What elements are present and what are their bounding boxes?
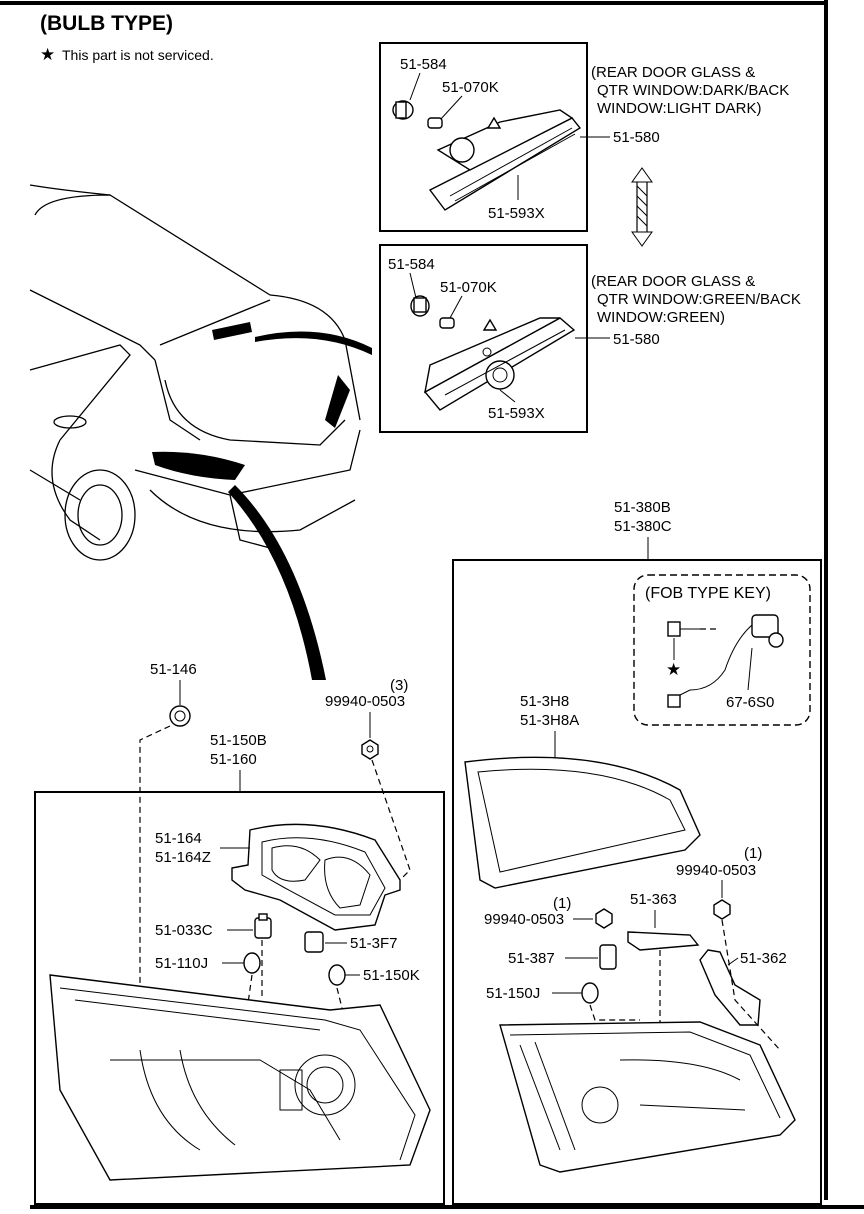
label-51-584-top: 51-584 bbox=[400, 56, 447, 73]
label-51-110j: 51-110J bbox=[155, 955, 208, 972]
socket-icon bbox=[599, 944, 617, 970]
label-51-580-top: 51-580 bbox=[613, 129, 660, 146]
label-51-160: 51-160 bbox=[210, 751, 257, 768]
gasket-inner bbox=[464, 756, 701, 889]
fob-type-key-box bbox=[633, 574, 811, 726]
nut-icon bbox=[595, 908, 613, 929]
label-67-6s0: 67-6S0 bbox=[726, 694, 774, 711]
label-51-3h8a: 51-3H8A bbox=[520, 712, 579, 729]
desc-top-line2: QTR WINDOW:DARK/BACK bbox=[597, 82, 789, 99]
gasket-outer bbox=[231, 823, 401, 931]
bulb-icon bbox=[581, 982, 599, 1004]
desc-top-line3: WINDOW:LIGHT DARK) bbox=[597, 100, 761, 117]
tail-lamp-left-silhouette bbox=[152, 451, 245, 480]
screw-icon bbox=[667, 621, 718, 637]
label-51-593x-top: 51-593X bbox=[488, 205, 545, 222]
label-qty-1-right: (1) bbox=[744, 845, 762, 862]
double-arrow-icon bbox=[631, 167, 653, 247]
label-51-3h8: 51-3H8 bbox=[520, 693, 569, 710]
lamp-assembly-green bbox=[423, 317, 576, 411]
label-qty-1-left: (1) bbox=[553, 895, 571, 912]
high-mount-lamp bbox=[212, 322, 252, 340]
bulb-icon bbox=[439, 317, 455, 329]
socket-icon bbox=[304, 931, 324, 953]
desc-mid-line2: QTR WINDOW:GREEN/BACK bbox=[597, 291, 801, 308]
desc-mid-line3: WINDOW:GREEN) bbox=[597, 309, 725, 326]
socket-icon bbox=[254, 913, 272, 939]
diagram-title: (BULB TYPE) bbox=[40, 12, 173, 35]
bracket-icon bbox=[627, 931, 700, 951]
vehicle-rear-outline bbox=[29, 184, 361, 561]
label-51-362: 51-362 bbox=[740, 950, 787, 967]
bulb-icon bbox=[427, 117, 443, 129]
leader-curve-lower bbox=[228, 485, 326, 680]
label-51-580-mid: 51-580 bbox=[613, 331, 660, 348]
leader-curve-upper bbox=[255, 331, 372, 355]
label-qty-3: (3) bbox=[390, 677, 408, 694]
label-51-387: 51-387 bbox=[508, 950, 555, 967]
not-serviced-note: This part is not serviced. bbox=[62, 47, 214, 63]
bulb-socket-icon bbox=[169, 705, 191, 727]
nut-icon bbox=[713, 899, 731, 920]
label-51-593x-mid: 51-593X bbox=[488, 405, 545, 422]
label-51-363: 51-363 bbox=[630, 891, 677, 908]
bulb-icon bbox=[328, 964, 346, 986]
socket-icon bbox=[392, 100, 414, 120]
fob-type-key-title: (FOB TYPE KEY) bbox=[645, 585, 771, 602]
desc-top-line1: (REAR DOOR GLASS & bbox=[591, 64, 755, 81]
label-51-380b: 51-380B bbox=[614, 499, 671, 516]
tail-lamp-inner bbox=[499, 1021, 796, 1173]
lamp-assembly-dark bbox=[428, 109, 582, 211]
label-51-150j: 51-150J bbox=[486, 985, 540, 1002]
label-51-164: 51-164 bbox=[155, 830, 202, 847]
box-inner-lamp bbox=[452, 559, 822, 1205]
label-51-150k: 51-150K bbox=[363, 967, 420, 984]
key-switch-harness bbox=[667, 614, 784, 708]
label-99940-0503-main: 99940-0503 bbox=[325, 693, 405, 710]
star-icon: ★ bbox=[40, 45, 55, 64]
box-outer-lamp bbox=[34, 791, 445, 1205]
socket-icon bbox=[410, 295, 430, 317]
label-51-380c: 51-380C bbox=[614, 518, 672, 535]
label-51-150b: 51-150B bbox=[210, 732, 267, 749]
star-icon: ★ bbox=[666, 660, 681, 679]
label-99940-0503-left: 99940-0503 bbox=[484, 911, 564, 928]
bulb-icon bbox=[243, 952, 261, 974]
tail-lamp-right-silhouette bbox=[325, 375, 350, 428]
label-51-070k-mid: 51-070K bbox=[440, 279, 497, 296]
nut-icon bbox=[361, 739, 379, 760]
label-51-164z: 51-164Z bbox=[155, 849, 211, 866]
label-51-3f7: 51-3F7 bbox=[350, 935, 398, 952]
label-99940-0503-right: 99940-0503 bbox=[676, 862, 756, 879]
label-51-070k-top: 51-070K bbox=[442, 79, 499, 96]
desc-mid-line1: (REAR DOOR GLASS & bbox=[591, 273, 755, 290]
label-51-584-mid: 51-584 bbox=[388, 256, 435, 273]
tail-lamp-outer bbox=[49, 974, 431, 1181]
label-51-146: 51-146 bbox=[150, 661, 197, 678]
label-51-033c: 51-033C bbox=[155, 922, 213, 939]
